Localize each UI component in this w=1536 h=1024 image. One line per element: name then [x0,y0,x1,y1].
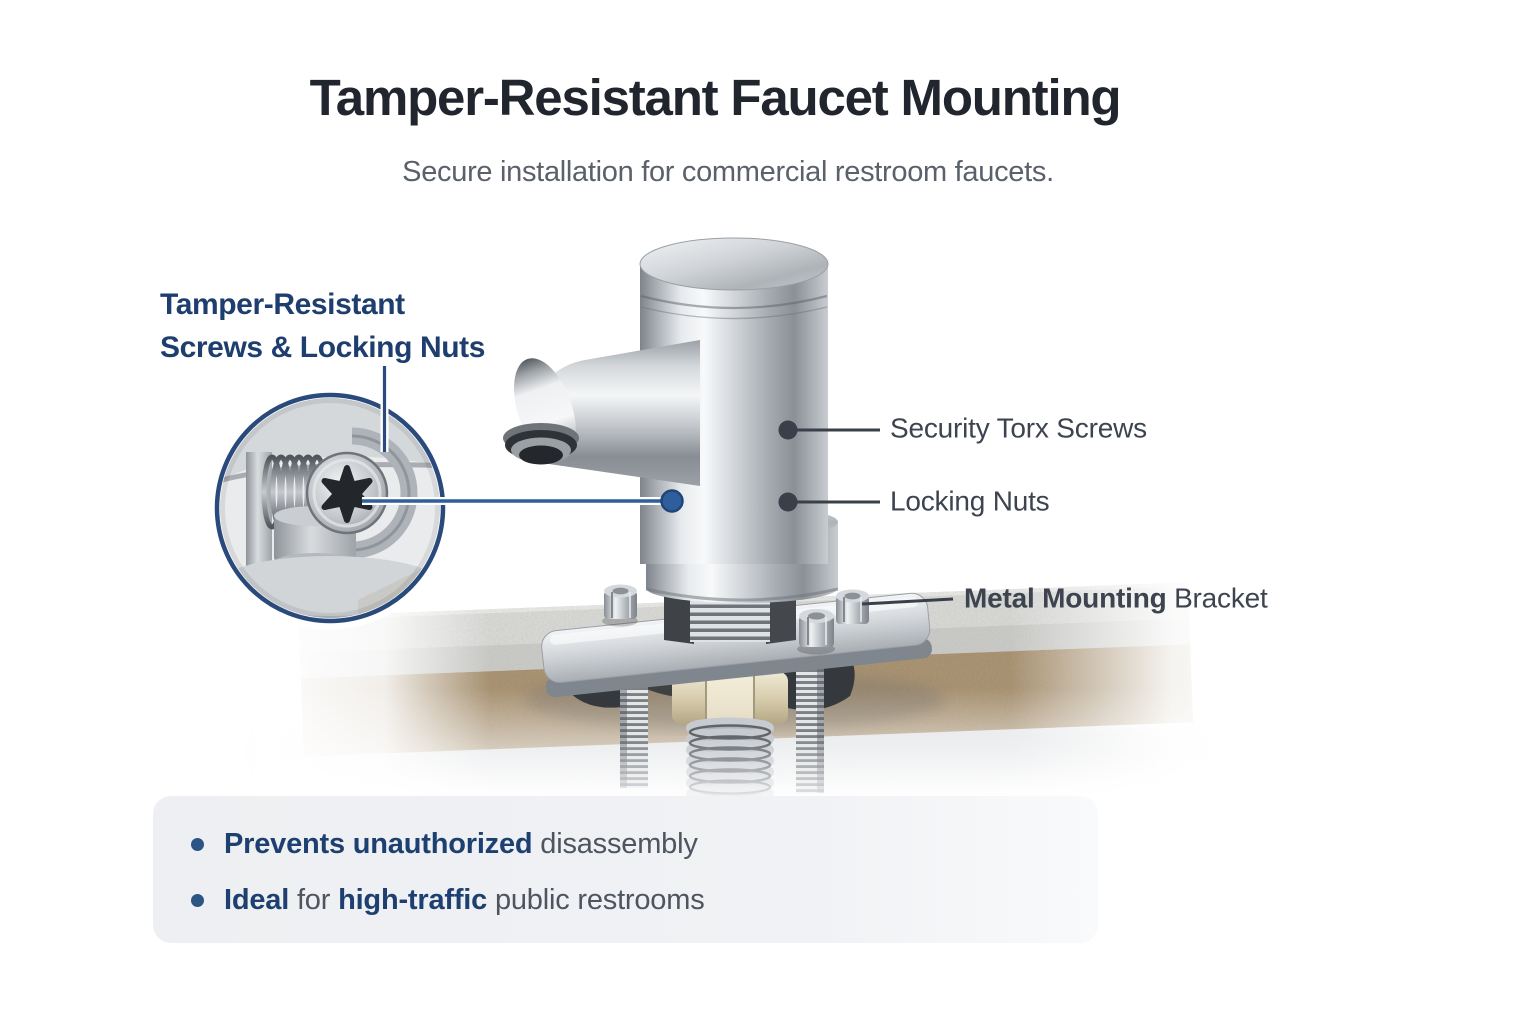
bolt-right-front [797,609,835,655]
bracket-label-rest: Bracket [1166,582,1268,614]
bolt-right-back [836,589,869,624]
benefit-2-plain-2: public restrooms [487,883,705,916]
bracket-label-bold: Metal Mounting [964,582,1167,614]
benefit-text-1: Prevents unauthorized disassembly [224,828,698,861]
benefit-2-plain-1: for [289,883,339,916]
benefit-2-bold-1: Ideal [224,883,290,916]
page-title: Tamper-Resistant Faucet Mounting [309,69,1122,126]
leader-lines [778,420,954,606]
bullet-dot [191,893,204,907]
torx-screw-icon [305,451,389,535]
bolt-left [602,584,638,627]
tamper-resistant-callout-label: Tamper-Resistant Screws & Locking Nuts [160,284,485,369]
faucet-spout [503,340,700,486]
detail-zoom-circle [208,386,452,630]
label-locking-nuts: Locking Nuts [890,485,1050,517]
benefit-2-bold-2: high-traffic [338,883,488,916]
callout-line-2: Screws & Locking Nuts [160,330,486,364]
benefits-panel: Prevents unauthorized disassembly Ideal … [153,796,1098,943]
benefit-item-2: Ideal for high-traffic public restrooms [191,878,1098,922]
callout-connectors [362,366,684,513]
callout-line-1: Tamper-Resistant [160,288,405,321]
security-screws-dot [778,420,798,440]
benefit-text-2: Ideal for high-traffic public restrooms [224,884,705,917]
benefit-item-1: Prevents unauthorized disassembly [191,822,1098,866]
locking-nut-brass [672,672,788,724]
aerator [503,423,579,465]
locking-nuts-dot [778,492,798,512]
torx-star [321,465,373,523]
faucet [503,237,839,603]
benefit-1-rest: disassembly [532,827,698,860]
security-bolts [602,584,869,655]
label-security-torx-screws: Security Torx Screws [890,412,1147,444]
faucet-anchor-dot [660,489,684,513]
label-metal-mounting-bracket: Metal Mounting Bracket [964,583,1268,615]
benefit-1-bold: Prevents unauthorized [224,827,533,860]
page-subtitle: Secure installation for commercial restr… [402,156,1054,188]
bullet-dot [191,837,204,851]
